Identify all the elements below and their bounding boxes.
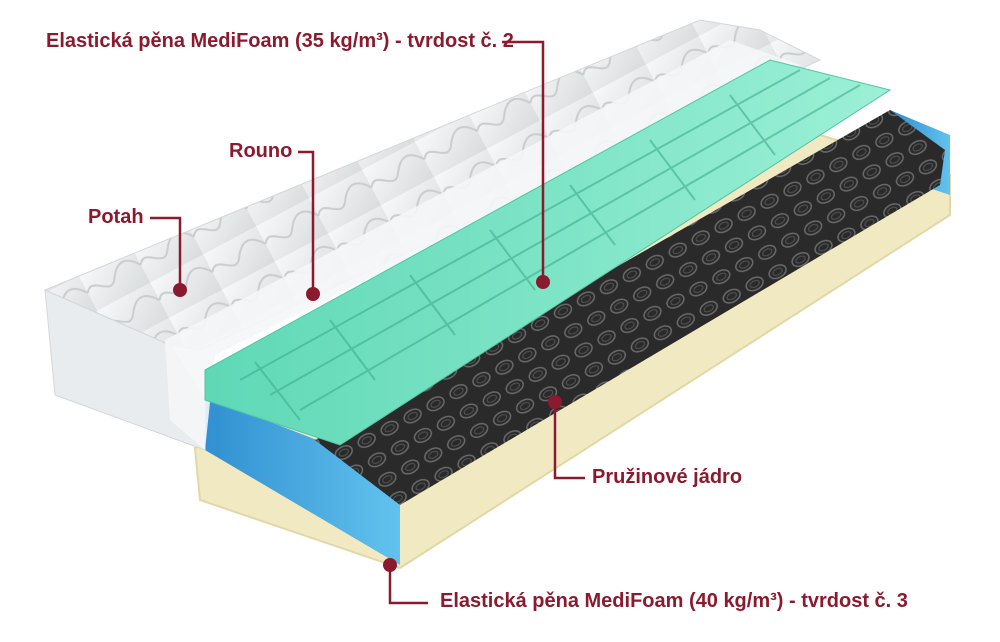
top-foam-layer [204,59,892,446]
side-foam-layer [200,395,400,565]
fleece-label: Rouno [229,140,293,162]
spring-core-marker [548,395,562,409]
top-foam-label: Elastická pěna MediFoam (35 kg/m³) - tvr… [46,30,514,52]
bottom-foam-label: Elastická pěna MediFoam (40 kg/m³) - tvr… [440,590,908,612]
spring-core [315,110,945,505]
cover-marker [173,283,187,297]
spring-core-label: Pružinové jádro [592,466,743,488]
fleece-marker [306,287,320,301]
leader-lines [150,40,585,605]
top-foam-marker [536,275,550,289]
bottom-foam-marker [383,558,397,572]
top-foam-grid [239,69,861,421]
cover-label: Potah [88,206,144,228]
